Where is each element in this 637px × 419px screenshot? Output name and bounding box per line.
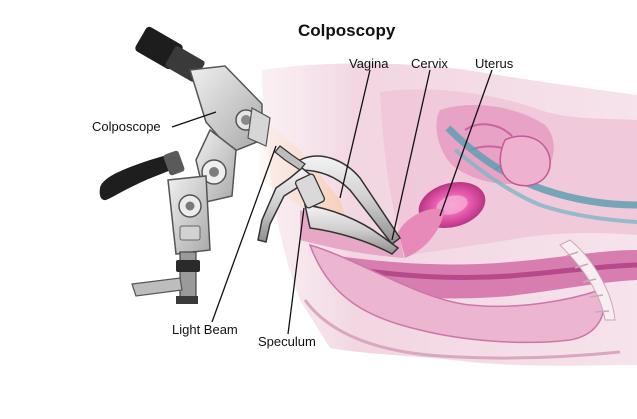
label-light-beam: Light Beam <box>172 322 238 337</box>
label-speculum: Speculum <box>258 334 316 349</box>
colposcope-column-knob-center <box>186 202 195 211</box>
colposcope-base-arm <box>132 278 182 296</box>
colposcope-stand <box>180 252 196 298</box>
colposcope-handle <box>100 154 176 200</box>
colposcope-joint-center <box>209 167 219 177</box>
label-colposcope: Colposcope <box>92 119 161 134</box>
colposcope-column-label <box>180 226 200 240</box>
colposcope-base-foot <box>176 296 198 304</box>
label-vagina: Vagina <box>349 56 389 71</box>
label-cervix: Cervix <box>411 56 448 71</box>
label-uterus: Uterus <box>475 56 513 71</box>
intestine <box>500 136 550 186</box>
colposcope-handle-grip <box>163 150 186 176</box>
colposcope-instrument <box>100 25 270 304</box>
colposcope-stand-clamp <box>176 260 200 272</box>
diagram-title: Colposcopy <box>298 21 395 41</box>
